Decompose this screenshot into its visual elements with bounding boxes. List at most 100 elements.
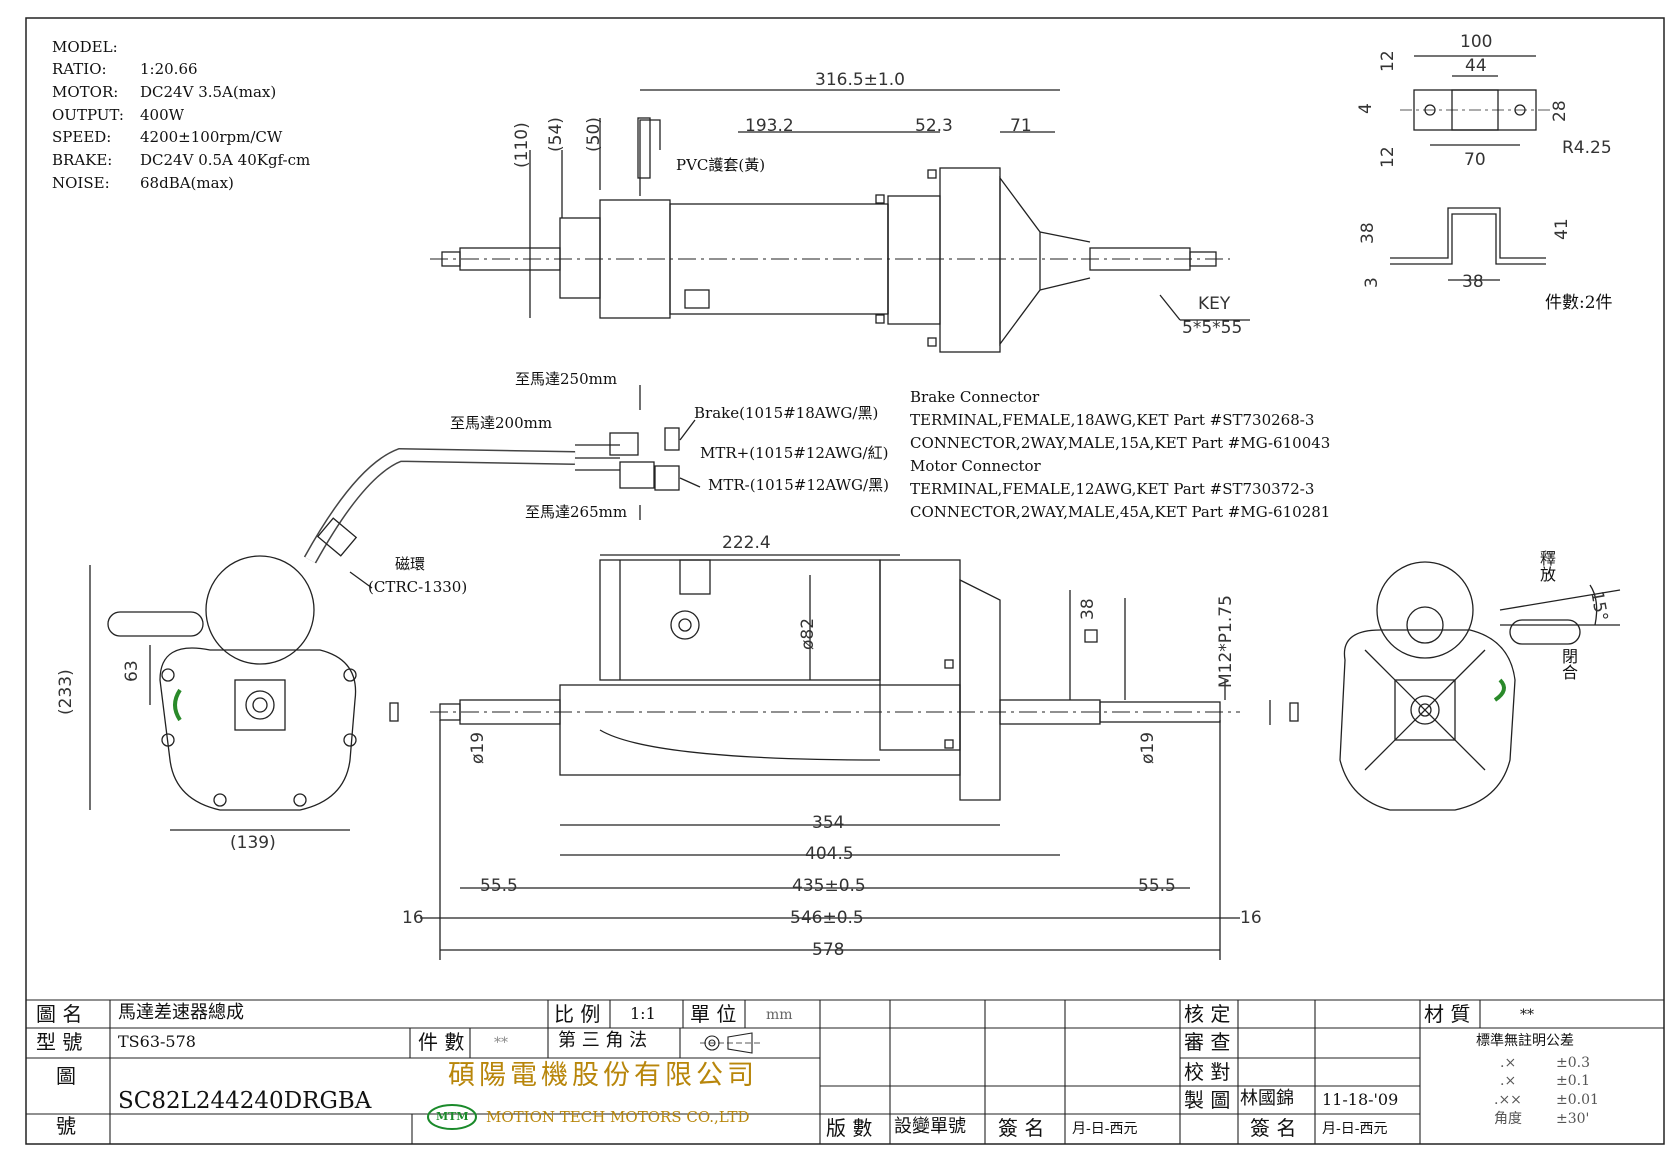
tol-key-3: .×× bbox=[1494, 1092, 1522, 1108]
tb-qty-value: ** bbox=[494, 1035, 508, 1051]
spec-output-label: OUTPUT: bbox=[52, 106, 124, 124]
bracket-dim-3: 3 bbox=[1362, 277, 1382, 288]
tol-key-2: .× bbox=[1500, 1073, 1517, 1089]
tb-company-en: MOTION TECH MOTORS CO.,LTD bbox=[486, 1108, 750, 1126]
bracket-dim-12-bottom: 12 bbox=[1378, 146, 1398, 168]
wire-length-200: 至馬達200mm bbox=[450, 414, 553, 432]
tb-draw-date: 11-18-'09 bbox=[1322, 1090, 1399, 1109]
dim-38-front: 38 bbox=[1078, 598, 1098, 620]
connector-line-4: Motor Connector bbox=[910, 457, 1041, 475]
bracket-dim-12-top: 12 bbox=[1378, 50, 1398, 72]
tb-sign-label: 簽 名 bbox=[998, 1116, 1045, 1140]
ferrite-ring-part: (CTRC-1330) bbox=[368, 578, 468, 596]
dim-height-110: (110) bbox=[512, 122, 532, 168]
left-end-view bbox=[89, 555, 357, 831]
tb-material-label: 材 質 bbox=[1424, 1002, 1471, 1026]
dim-63: 63 bbox=[122, 660, 142, 682]
tb-check-label: 校 對 bbox=[1184, 1060, 1231, 1084]
dim-16-left: 16 bbox=[402, 908, 424, 928]
dim-flange-length: 52.3 bbox=[915, 116, 953, 136]
front-view-assembly bbox=[389, 554, 1299, 960]
dim-thread-m12: M12*P1.75 bbox=[1216, 595, 1236, 688]
dim-4045: 404.5 bbox=[805, 844, 854, 864]
bracket-dim-38-width: 38 bbox=[1462, 272, 1484, 292]
dim-435: 435±0.5 bbox=[792, 876, 866, 896]
brake-angle: 15° bbox=[1586, 589, 1612, 623]
tb-material-value: ** bbox=[1520, 1007, 1534, 1023]
spec-ratio-value: 1:20.66 bbox=[140, 60, 198, 78]
ferrite-ring-label: 磁環 bbox=[395, 555, 426, 573]
wire-length-250: 至馬達250mm bbox=[515, 370, 618, 388]
spec-brake-label: BRAKE: bbox=[52, 151, 113, 169]
spec-brake-value: DC24V 0.5A 40Kgf-cm bbox=[140, 151, 311, 169]
title-block-grid bbox=[26, 999, 1664, 1144]
connector-line-1: Brake Connector bbox=[910, 388, 1040, 406]
tb-name-label: 圖 名 bbox=[36, 1002, 83, 1026]
mtr-plus-label: MTR+(1015#12AWG/紅) bbox=[700, 444, 889, 462]
spec-motor-value: DC24V 3.5A(max) bbox=[140, 83, 277, 101]
tb-projection: 第 三 角 法 bbox=[558, 1030, 648, 1051]
dim-354: 354 bbox=[812, 813, 845, 833]
tb-scale-label: 比 例 bbox=[554, 1002, 601, 1026]
dim-555-left: 55.5 bbox=[480, 876, 518, 896]
wire-length-265: 至馬達265mm bbox=[525, 503, 628, 521]
tol-val-4: ±30' bbox=[1556, 1111, 1590, 1127]
dim-16-right: 16 bbox=[1240, 908, 1262, 928]
bracket-dim-38-height: 38 bbox=[1358, 222, 1378, 244]
brake-release-label: 釋放 bbox=[1537, 550, 1556, 582]
sheet-frame bbox=[25, 17, 1665, 1145]
dim-motor-length: 193.2 bbox=[745, 116, 794, 136]
tb-revision-label: 版 數 bbox=[826, 1116, 873, 1140]
dim-shaft-dia-right: ø19 bbox=[1138, 731, 1158, 764]
tol-val-2: ±0.1 bbox=[1556, 1073, 1590, 1089]
connector-line-2: TERMINAL,FEMALE,18AWG,KET Part #ST730268… bbox=[910, 411, 1315, 429]
bracket-drawing bbox=[1390, 55, 1550, 281]
tb-type-label: 型 號 bbox=[36, 1030, 83, 1054]
key-size: 5*5*55 bbox=[1182, 318, 1243, 338]
tb-draw-label: 製 圖 bbox=[1184, 1088, 1231, 1112]
dim-gear-length: 71 bbox=[1010, 116, 1032, 136]
bracket-quantity: 件數:2件 bbox=[1545, 293, 1613, 313]
right-end-view bbox=[1339, 561, 1621, 811]
spec-speed-value: 4200±100rpm/CW bbox=[140, 128, 283, 146]
tb-qty-label: 件 數 bbox=[418, 1030, 465, 1054]
dim-height-50: (50) bbox=[584, 117, 604, 152]
company-logo: MTM bbox=[436, 1110, 469, 1123]
tb-unit-label: 單 位 bbox=[690, 1002, 737, 1026]
tb-name-value: 馬達差速器總成 bbox=[118, 1002, 244, 1023]
pvc-sleeve-label: PVC護套(黃) bbox=[676, 156, 766, 174]
tb-sign-label-2: 簽 名 bbox=[1250, 1116, 1297, 1140]
spec-ratio-label: RATIO: bbox=[52, 60, 107, 78]
tb-drawer: 林國錦 bbox=[1240, 1088, 1294, 1109]
connector-line-5: TERMINAL,FEMALE,12AWG,KET Part #ST730372… bbox=[910, 480, 1315, 498]
tb-drawing-no-label-2: 號 bbox=[56, 1114, 76, 1138]
tb-change-no-label: 設變單號 bbox=[894, 1116, 966, 1137]
spec-output-value: 400W bbox=[140, 106, 185, 124]
tb-drawing-no: SC82L244240DRGBA bbox=[118, 1088, 372, 1114]
bracket-dim-r425: R4.25 bbox=[1562, 138, 1612, 158]
dim-233: (233) bbox=[56, 669, 76, 715]
spec-noise-value: 68dBA(max) bbox=[140, 174, 234, 192]
mtr-minus-label: MTR-(1015#12AWG/黑) bbox=[708, 476, 889, 494]
dim-222: 222.4 bbox=[722, 533, 771, 553]
bracket-dim-41: 41 bbox=[1552, 218, 1572, 240]
brake-close-label: 閉合 bbox=[1559, 648, 1578, 680]
spec-speed-label: SPEED: bbox=[52, 128, 112, 146]
tb-drawing-no-label-1: 圖 bbox=[56, 1064, 76, 1088]
top-view-assembly bbox=[430, 89, 1250, 353]
bracket-dim-28: 28 bbox=[1550, 100, 1570, 122]
tol-val-1: ±0.3 bbox=[1556, 1055, 1590, 1071]
bracket-dim-4: 4 bbox=[1356, 103, 1376, 114]
dim-139: (139) bbox=[230, 833, 276, 853]
tb-review-label: 審 查 bbox=[1184, 1030, 1231, 1054]
bracket-dim-100: 100 bbox=[1460, 32, 1493, 52]
spec-noise-label: NOISE: bbox=[52, 174, 110, 192]
bracket-dim-70: 70 bbox=[1464, 150, 1486, 170]
connector-line-3: CONNECTOR,2WAY,MALE,15A,KET Part #MG-610… bbox=[910, 434, 1331, 452]
wiring-harness bbox=[303, 385, 701, 589]
brake-wire-label: Brake(1015#18AWG/黑) bbox=[694, 404, 879, 422]
tb-date-label: 月-日-西元 bbox=[1072, 1121, 1138, 1137]
tol-key-1: .× bbox=[1500, 1055, 1517, 1071]
